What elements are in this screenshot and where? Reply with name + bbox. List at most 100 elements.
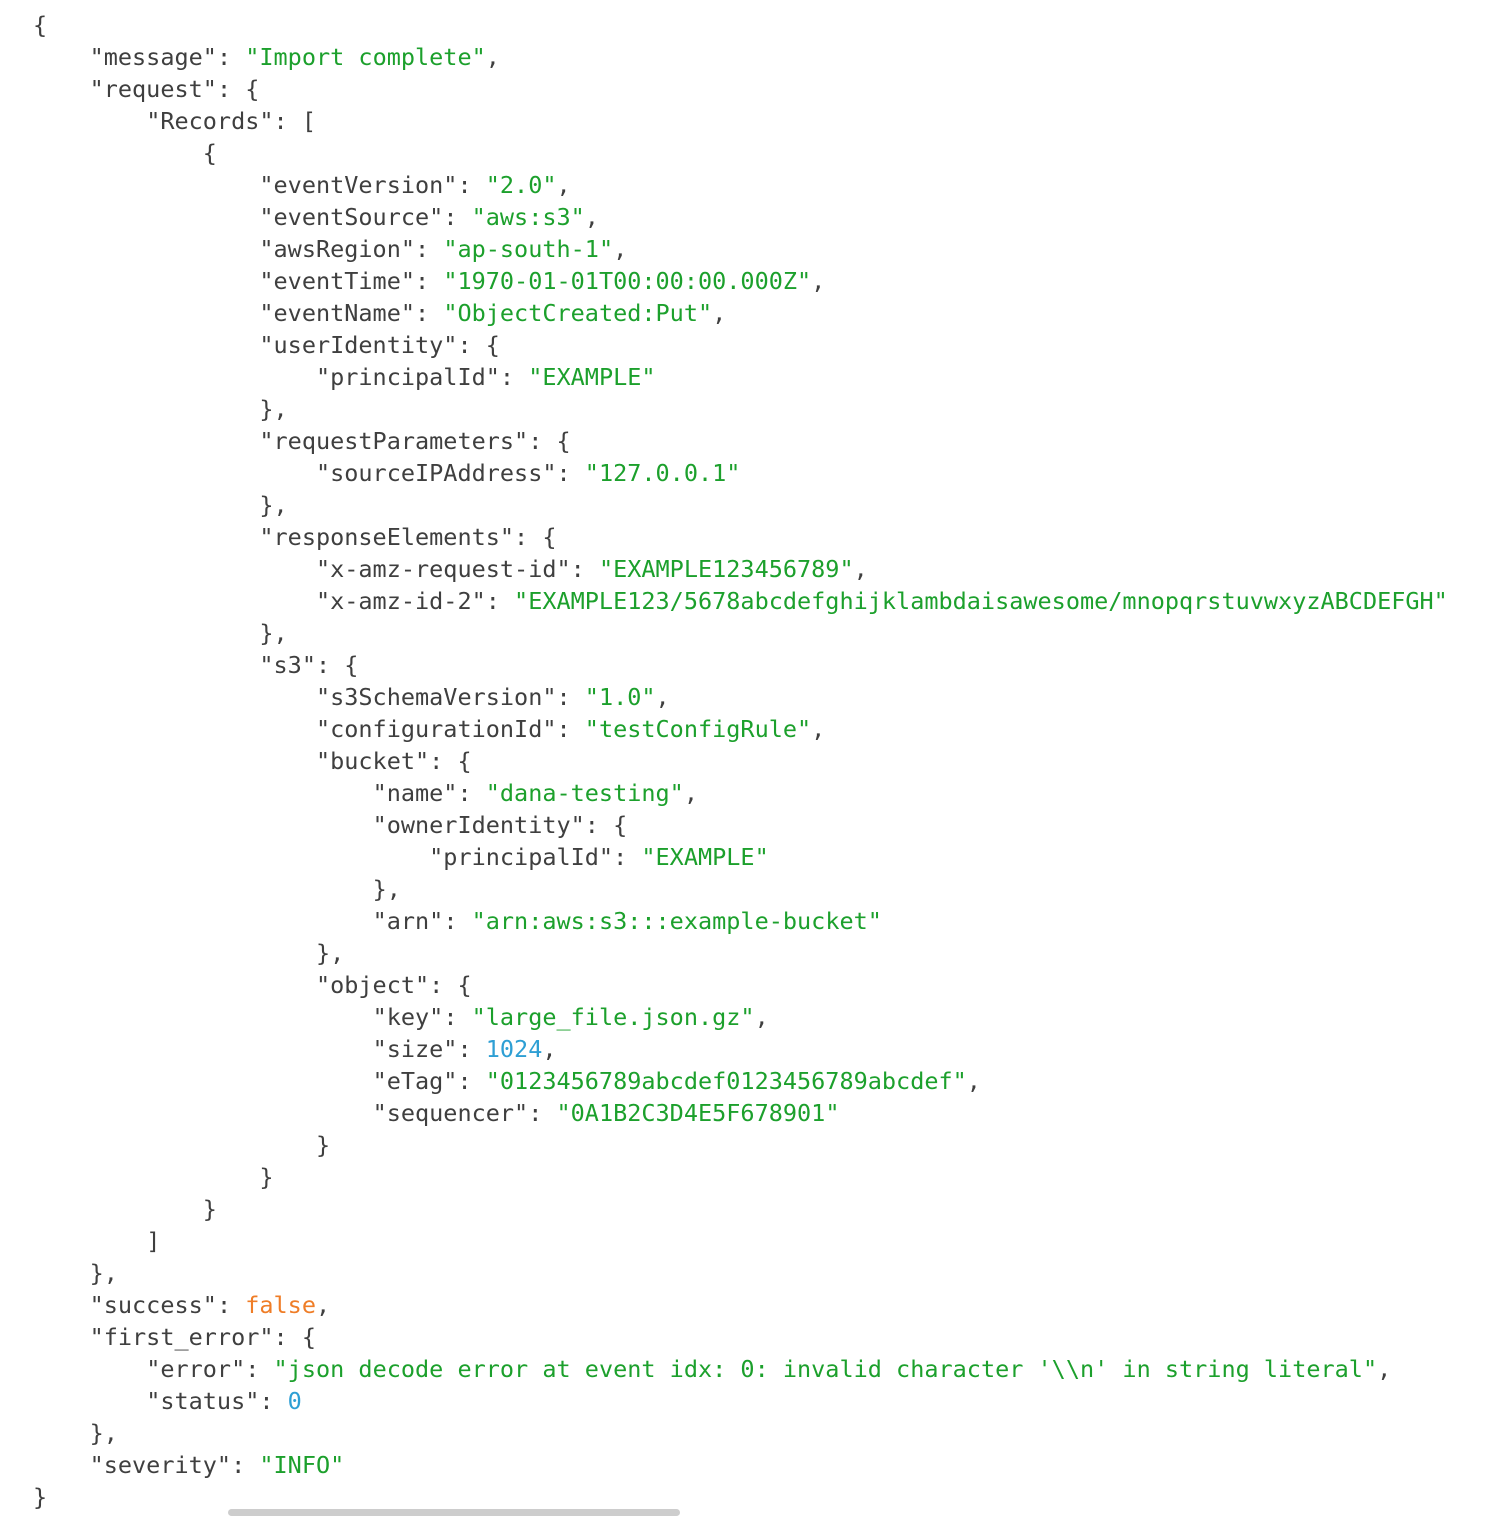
code-line: "request": { xyxy=(33,73,1512,105)
json-string: "1970-01-01T00:00:00.000Z" xyxy=(443,267,812,295)
json-punctuation: : xyxy=(415,299,444,327)
json-string: "0A1B2C3D4E5F678901" xyxy=(556,1099,840,1127)
json-key: "eventVersion" xyxy=(259,171,458,199)
json-key: "sequencer" xyxy=(372,1099,529,1127)
json-string: "arn:aws:s3:::example-bucket" xyxy=(471,907,882,935)
json-punctuation: , xyxy=(613,235,628,263)
json-punctuation: , xyxy=(542,1035,557,1063)
json-string: "127.0.0.1" xyxy=(584,459,741,487)
code-line: }, xyxy=(33,489,1512,521)
json-string: "dana-testing" xyxy=(485,779,684,807)
json-punctuation: : xyxy=(259,1387,288,1415)
code-line: "sequencer": "0A1B2C3D4E5F678901" xyxy=(33,1097,1512,1129)
json-punctuation: : { xyxy=(216,75,260,103)
code-line: ] xyxy=(33,1225,1512,1257)
json-key: "Records" xyxy=(146,107,274,135)
json-string: "Import complete" xyxy=(245,43,486,71)
json-key: "requestParameters" xyxy=(259,427,529,455)
json-punctuation: : xyxy=(485,587,515,615)
json-key: "principalId" xyxy=(429,843,614,871)
code-line: }, xyxy=(33,1257,1512,1289)
json-string: "ObjectCreated:Put" xyxy=(443,299,713,327)
json-punctuation: : xyxy=(613,843,642,871)
json-string: "0123456789abcdef0123456789abcdef" xyxy=(485,1067,967,1095)
json-key: "x-amz-request-id" xyxy=(315,555,571,583)
code-line: }, xyxy=(33,393,1512,425)
json-punctuation: , xyxy=(853,555,868,583)
json-key: "object" xyxy=(315,971,430,999)
json-string: "json decode error at event idx: 0: inva… xyxy=(273,1355,1378,1383)
json-key: "arn" xyxy=(372,907,444,935)
horizontal-scrollbar-thumb[interactable] xyxy=(228,1509,680,1516)
json-punctuation: : { xyxy=(273,1323,316,1351)
code-line: "s3": { xyxy=(33,649,1512,681)
json-punctuation: : xyxy=(245,1355,274,1383)
json-punctuation: { xyxy=(202,139,217,167)
code-line: "severity": "INFO" xyxy=(33,1449,1512,1481)
code-line: "x-amz-id-2": "EXAMPLE123/5678abcdefghij… xyxy=(33,585,1512,617)
json-key: "configurationId" xyxy=(315,715,557,743)
json-punctuation: , xyxy=(811,267,826,295)
code-line: "userIdentity": { xyxy=(33,329,1512,361)
json-key: "error" xyxy=(146,1355,246,1383)
json-punctuation: } xyxy=(33,1483,48,1511)
json-key: "userIdentity" xyxy=(259,331,458,359)
json-punctuation: : { xyxy=(315,651,359,679)
json-punctuation: , xyxy=(712,299,727,327)
json-punctuation: : xyxy=(457,1067,486,1095)
code-line: "ownerIdentity": { xyxy=(33,809,1512,841)
json-punctuation: : { xyxy=(457,331,500,359)
code-line: "eTag": "0123456789abcdef0123456789abcde… xyxy=(33,1065,1512,1097)
json-punctuation: } xyxy=(202,1195,217,1223)
json-punctuation: : { xyxy=(584,811,628,839)
json-punctuation: }, xyxy=(259,395,288,423)
json-string: "EXAMPLE123456789" xyxy=(598,555,854,583)
json-key: "ownerIdentity" xyxy=(372,811,585,839)
json-punctuation: : xyxy=(457,1035,486,1063)
code-line: } xyxy=(33,1193,1512,1225)
json-punctuation: , xyxy=(655,683,670,711)
json-punctuation: : { xyxy=(528,427,571,455)
json-punctuation: , xyxy=(683,779,698,807)
json-punctuation: : xyxy=(556,715,585,743)
json-punctuation: : { xyxy=(429,747,472,775)
json-key: "status" xyxy=(146,1387,260,1415)
json-string: "2.0" xyxy=(485,171,557,199)
code-line: "configurationId": "testConfigRule", xyxy=(33,713,1512,745)
json-punctuation: }, xyxy=(259,491,288,519)
code-line: }, xyxy=(33,873,1512,905)
code-line: "bucket": { xyxy=(33,745,1512,777)
json-key: "severity" xyxy=(89,1451,232,1479)
json-string: "ap-south-1" xyxy=(443,235,614,263)
json-key: "first_error" xyxy=(89,1323,274,1351)
json-punctuation: : xyxy=(415,267,444,295)
json-punctuation: , xyxy=(754,1003,769,1031)
code-line: } xyxy=(33,1161,1512,1193)
code-line: "responseElements": { xyxy=(33,521,1512,553)
json-string: "EXAMPLE123/5678abcdefghijklambdaisaweso… xyxy=(514,587,1448,615)
json-punctuation: : xyxy=(556,459,585,487)
json-punctuation: , xyxy=(485,43,500,71)
json-punctuation: }, xyxy=(89,1419,118,1447)
json-key: "s3" xyxy=(259,651,316,679)
json-string: "aws:s3" xyxy=(471,203,585,231)
json-punctuation: }, xyxy=(259,619,288,647)
json-punctuation: : xyxy=(415,235,444,263)
code-line: }, xyxy=(33,1417,1512,1449)
code-line: "message": "Import complete", xyxy=(33,41,1512,73)
json-punctuation: }, xyxy=(89,1259,118,1287)
code-line: "eventTime": "1970-01-01T00:00:00.000Z", xyxy=(33,265,1512,297)
json-punctuation: { xyxy=(33,11,48,39)
json-punctuation: : xyxy=(457,171,486,199)
json-string: "EXAMPLE" xyxy=(641,843,769,871)
json-punctuation: }, xyxy=(315,939,345,967)
json-punctuation: : xyxy=(457,779,486,807)
json-key: "awsRegion" xyxy=(259,235,416,263)
code-line: "eventSource": "aws:s3", xyxy=(33,201,1512,233)
json-key: "request" xyxy=(89,75,217,103)
json-key: "name" xyxy=(372,779,458,807)
json-key: "bucket" xyxy=(315,747,430,775)
code-line: "error": "json decode error at event idx… xyxy=(33,1353,1512,1385)
